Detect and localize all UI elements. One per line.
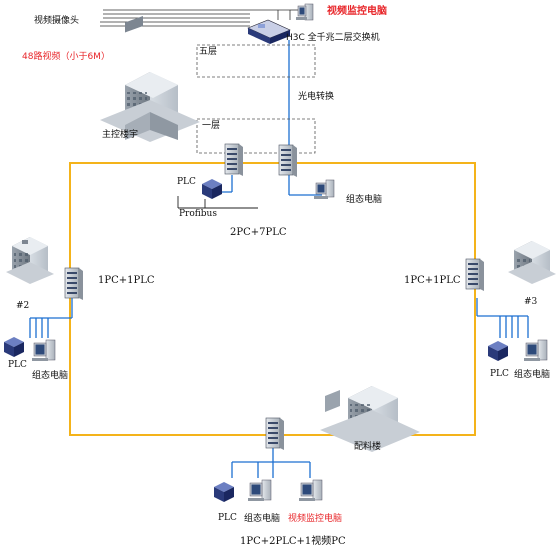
blue-links xyxy=(29,40,529,478)
video-pc-bottom-label: 视频监控电脑 xyxy=(288,514,343,524)
switch-label: H3C 全千兆二层交换机 xyxy=(286,33,380,43)
building-2-label: #2 xyxy=(16,301,30,311)
config-pc-left-icon xyxy=(32,339,56,361)
ring-switch-right-icon xyxy=(465,258,484,291)
fiber-converter-label: 光电转换 xyxy=(298,92,335,102)
bottom-caption: 1PC+2PLC+1视频PC xyxy=(240,536,346,547)
segment-left-label: 1PC+1PLC xyxy=(98,275,155,286)
ring-switch-top-right-icon xyxy=(278,144,297,177)
plc-top-label: PLC xyxy=(177,177,196,187)
video-pc-top-label: 视频监控电脑 xyxy=(327,6,387,17)
config-pc-bottom-icon xyxy=(248,479,272,501)
segment-right-label: 1PC+1PLC xyxy=(404,275,461,286)
segment-top-label: 2PC+7PLC xyxy=(230,227,287,238)
camera-label: 视频摄像头 xyxy=(34,16,80,26)
config-pc-top-label: 组态电脑 xyxy=(346,195,383,205)
core-switch-icon xyxy=(247,19,291,44)
profibus-bus xyxy=(177,196,258,209)
config-pc-right-icon xyxy=(524,339,548,361)
plc-left-label: PLC xyxy=(8,360,27,370)
floor1-label: 一层 xyxy=(202,121,221,131)
floor5-label: 五层 xyxy=(199,47,218,57)
fiber-ring xyxy=(69,162,476,436)
video-monitor-pc-bottom-icon xyxy=(299,479,323,501)
plc-left-icon xyxy=(4,337,24,357)
config-pc-right-label: 组态电脑 xyxy=(514,370,551,380)
config-pc-left-label: 组态电脑 xyxy=(32,371,69,381)
plc-top-icon xyxy=(202,179,222,199)
plc-right-label: PLC xyxy=(490,369,509,379)
profibus-label: Profibus xyxy=(179,209,217,219)
config-pc-top-icon xyxy=(314,179,335,199)
main-control-building-icon xyxy=(100,15,200,142)
floor1-box xyxy=(196,118,316,154)
video-monitor-pc-top-icon xyxy=(296,3,314,21)
ring-switch-bottom-icon xyxy=(265,417,284,450)
material-building-icon xyxy=(320,386,420,452)
video-48-label: 48路视频（小于6M） xyxy=(22,52,110,62)
ring-switch-left-icon xyxy=(64,267,83,300)
material-building-label: 配料楼 xyxy=(354,442,382,452)
ring-switch-top-left-icon xyxy=(224,143,243,176)
config-pc-bottom-label: 组态电脑 xyxy=(244,514,281,524)
plc-right-icon xyxy=(488,341,508,361)
plc-bottom-label: PLC xyxy=(218,513,237,523)
plc-bottom-icon xyxy=(214,482,234,502)
building-2-icon xyxy=(6,237,54,284)
main-building-label: 主控楼宇 xyxy=(102,130,139,140)
building-3-label: #3 xyxy=(524,297,538,307)
building-3-icon xyxy=(508,241,556,284)
